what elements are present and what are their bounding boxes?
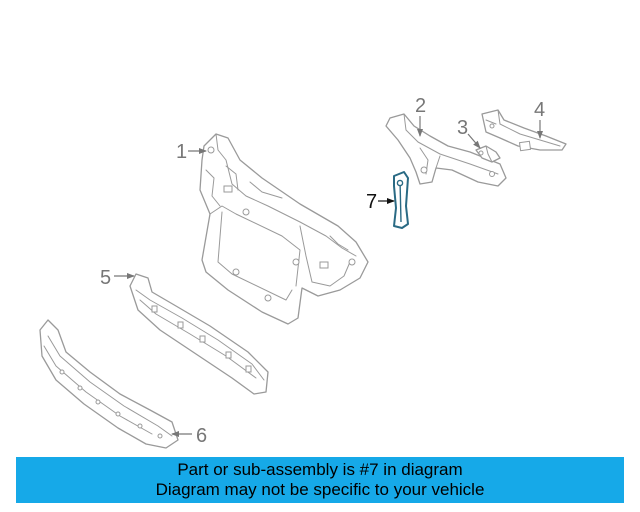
callout-label-7: 7 (366, 191, 377, 213)
banner-line-disclaimer: Diagram may not be specific to your vehi… (155, 480, 485, 499)
callout-label-6: 6 (196, 425, 207, 447)
callout-label-3: 3 (457, 117, 468, 139)
part-5-bumper-reinforcement (129, 273, 269, 395)
callout-label-1: 1 (176, 141, 187, 163)
part-7-bracket-highlighted (393, 171, 409, 229)
part-info-banner: Part or sub-assembly is #7 in diagram Di… (16, 457, 624, 503)
callout-label-2: 2 (415, 95, 426, 117)
callout-label-5: 5 (100, 267, 111, 289)
part-1-radiator-support (199, 133, 369, 325)
callout-label-4: 4 (534, 99, 545, 121)
callout-4: 4 (534, 99, 545, 139)
callout-2: 2 (415, 95, 426, 137)
banner-line-part-number: Part or sub-assembly is #7 in diagram (177, 460, 463, 479)
callout-1: 1 (176, 141, 207, 163)
part-3-clip (475, 145, 501, 163)
part-6-lower-bumper (39, 319, 179, 449)
callout-6: 6 (171, 425, 207, 447)
callout-7: 7 (366, 191, 395, 213)
callout-3: 3 (457, 117, 481, 149)
callout-5: 5 (100, 267, 135, 289)
part-4-support-rail (481, 109, 567, 152)
part-2-upper-tie-bar (385, 113, 507, 187)
